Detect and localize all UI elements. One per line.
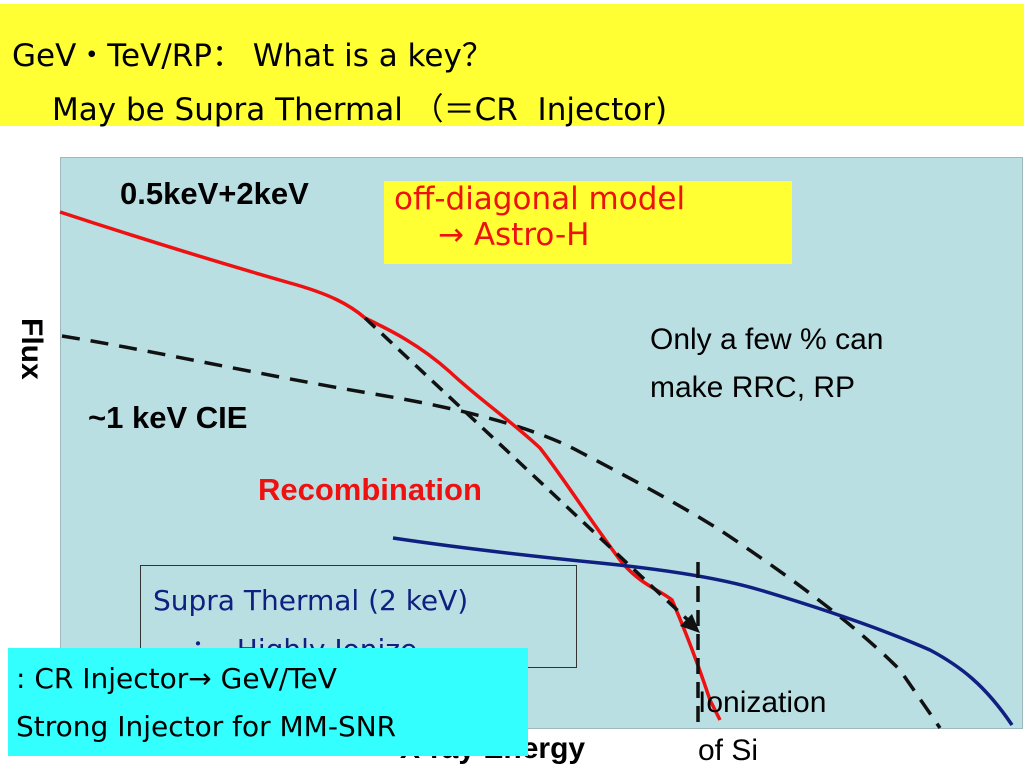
cr-injector-callout: : CR Injector→ GeV/TeV Strong Injector f… bbox=[8, 648, 528, 756]
off-diagonal-line-1: off-diagonal model bbox=[394, 181, 686, 217]
recombination-label: Recombination bbox=[258, 472, 482, 507]
off-diagonal-callout: off-diagonal model → Astro-H bbox=[384, 181, 792, 264]
off-diagonal-line-2: → Astro-H bbox=[438, 217, 590, 253]
cie-label: ~1 keV CIE bbox=[88, 400, 248, 435]
few-percent-line-2: make RRC, RP bbox=[650, 371, 856, 404]
cie-curve bbox=[61, 334, 942, 729]
supra-thermal-curve bbox=[392, 536, 1014, 726]
ionization-line-1: Ionization bbox=[698, 686, 827, 719]
y-axis-text: Flux bbox=[15, 318, 48, 380]
title-line-1: GeV・TeV/RP： What is a key？ bbox=[12, 38, 493, 74]
recombination-curve bbox=[59, 210, 722, 721]
few-percent-note: Only a few % can make RRC, RP bbox=[650, 316, 883, 412]
guide-dashed-line bbox=[363, 316, 692, 624]
cr-injector-line-2: Strong Injector for MM-SNR bbox=[16, 710, 397, 743]
title-line-2: May be Supra Thermal （＝CR Injector) bbox=[52, 92, 668, 128]
cr-injector-line-1: : CR Injector→ GeV/TeV bbox=[16, 662, 337, 695]
few-percent-line-1: Only a few % can bbox=[650, 323, 884, 356]
supra-thermal-line-1: Supra Thermal (2 keV) bbox=[153, 584, 469, 617]
energy-sum-label: 0.5keV+2keV bbox=[120, 176, 309, 211]
guide-arrowhead bbox=[680, 614, 700, 633]
y-axis-label: Flux bbox=[12, 318, 52, 388]
title-banner: GeV・TeV/RP： What is a key？ May be Supra … bbox=[0, 4, 1024, 128]
ionization-note: Ionization of Si bbox=[698, 679, 826, 768]
ionization-line-2: of Si bbox=[698, 734, 759, 767]
